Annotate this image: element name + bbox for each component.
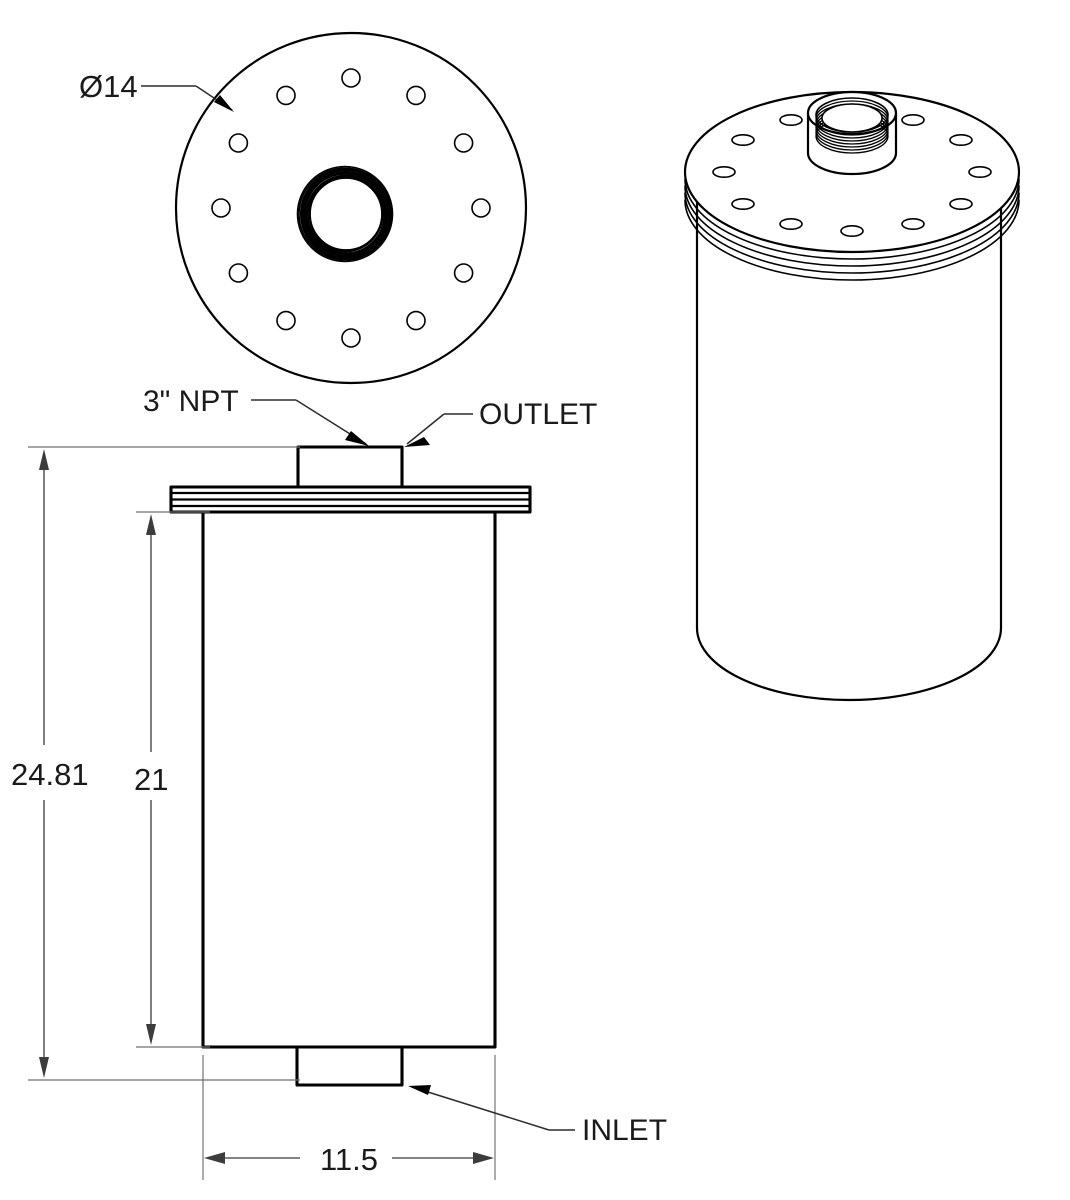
outlet-note-label: OUTLET bbox=[479, 398, 597, 431]
top-view-flange-outer-circle bbox=[174, 31, 528, 385]
dimension-overall-height bbox=[28, 446, 300, 1081]
bolt-hole bbox=[406, 85, 426, 106]
top-view bbox=[141, 31, 528, 385]
flange-diameter-leader bbox=[141, 85, 234, 112]
bolt-hole bbox=[211, 198, 231, 218]
dim-arrow-down bbox=[146, 1024, 156, 1045]
bolt-hole bbox=[228, 133, 249, 153]
bolt-hole bbox=[406, 310, 426, 331]
inlet-note-leader bbox=[408, 1085, 575, 1131]
bolt-hole bbox=[453, 263, 474, 283]
dim-arrow-up bbox=[39, 449, 49, 470]
bolt-hole bbox=[228, 263, 249, 283]
bolt-hole bbox=[712, 166, 736, 179]
bolt-hole bbox=[471, 198, 491, 218]
outlet-note-leader bbox=[404, 413, 473, 447]
bolt-hole bbox=[731, 198, 755, 211]
bolt-hole bbox=[276, 310, 296, 331]
bolt-hole bbox=[731, 134, 755, 147]
flange-diameter-label: Ø14 bbox=[79, 69, 138, 104]
bolt-hole bbox=[341, 328, 361, 348]
top-view-center-threaded-port bbox=[296, 165, 394, 263]
dimension-body-width bbox=[202, 1055, 496, 1180]
dimension-body-height bbox=[136, 511, 210, 1048]
body-height-value: 21 bbox=[134, 762, 168, 797]
dim-arrow-left bbox=[204, 1152, 225, 1164]
front-view-outlet-nozzle bbox=[296, 445, 404, 489]
front-view-body-shell bbox=[201, 510, 497, 1049]
overall-height-value: 24.81 bbox=[11, 757, 89, 792]
front-view-flange-plate bbox=[169, 485, 532, 514]
bolt-hole bbox=[276, 85, 296, 106]
bolt-hole bbox=[779, 218, 803, 231]
inlet-note-label: INLET bbox=[582, 1114, 667, 1147]
iso-outlet-collar bbox=[806, 90, 898, 176]
bolt-hole bbox=[341, 68, 361, 88]
dim-arrow-right bbox=[473, 1152, 494, 1164]
bolt-hole bbox=[968, 166, 992, 179]
npt-note-leader bbox=[251, 399, 369, 446]
top-view-bolt-hole-group bbox=[211, 68, 491, 348]
iso-body-bottom-ellipse bbox=[695, 626, 1003, 702]
bolt-hole bbox=[840, 225, 864, 238]
npt-note-label: 3" NPT bbox=[143, 385, 239, 418]
bolt-hole bbox=[779, 114, 803, 127]
dim-arrow-down bbox=[39, 1057, 49, 1078]
bolt-hole bbox=[453, 133, 474, 153]
isometric-view bbox=[683, 90, 1021, 702]
bolt-hole bbox=[949, 198, 973, 211]
front-view-inlet-nozzle bbox=[295, 1045, 404, 1087]
bolt-hole bbox=[901, 218, 925, 231]
dim-arrow-up bbox=[146, 514, 156, 535]
bolt-hole bbox=[949, 134, 973, 147]
body-width-value: 11.5 bbox=[320, 1142, 378, 1177]
iso-flange-stack bbox=[684, 178, 1020, 281]
bolt-hole bbox=[901, 114, 925, 127]
front-view bbox=[169, 445, 532, 1087]
